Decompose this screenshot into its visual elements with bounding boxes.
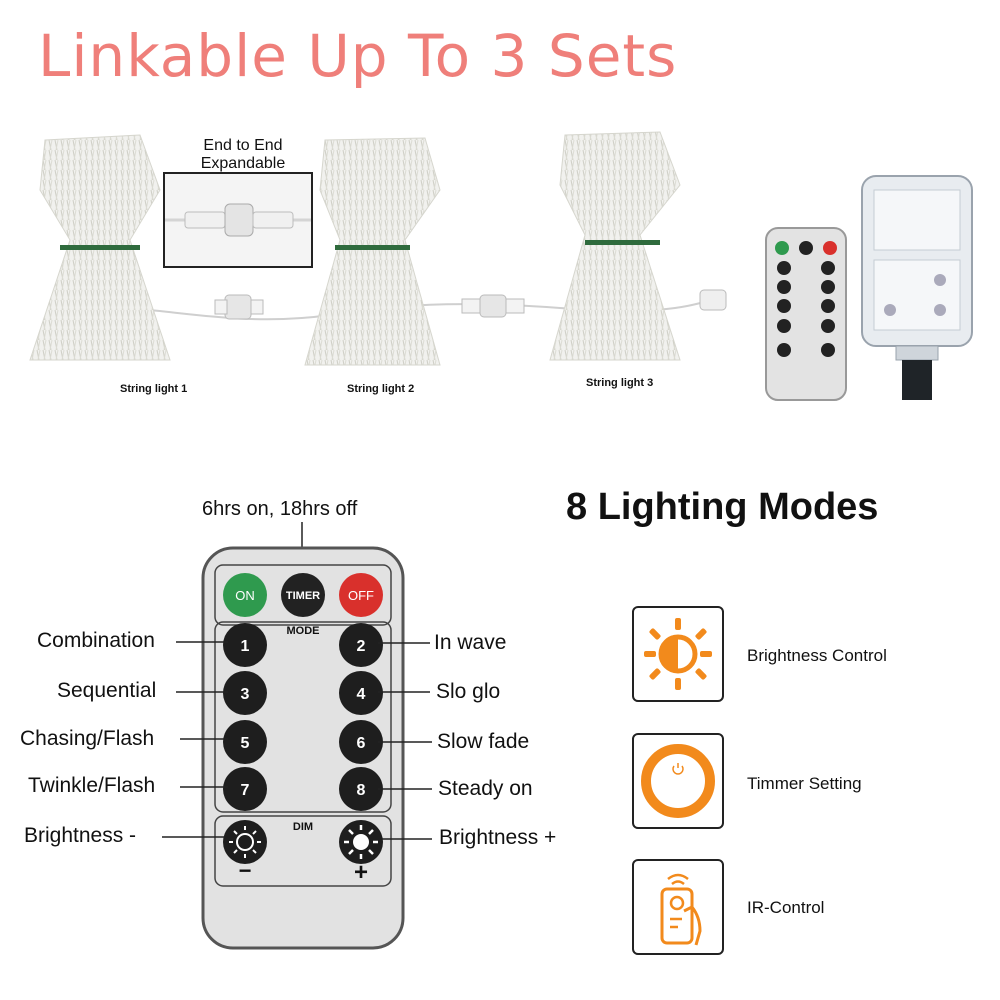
mode-label-twinkle-flash: Twinkle/Flash (28, 774, 156, 797)
svg-text:OFF: OFF (348, 588, 374, 603)
svg-text:7: 7 (241, 782, 250, 799)
brightness-feature-card (632, 606, 724, 702)
string-light-bundle-2 (304, 137, 525, 366)
on-button[interactable]: ON (223, 573, 267, 617)
mode-button-8[interactable]: 8 (339, 767, 383, 811)
mode-label-in-wave: In wave (434, 631, 507, 654)
svg-text:TIMER: TIMER (286, 590, 320, 602)
string-light-3-caption: String light 3 (586, 377, 654, 389)
headline: Linkable Up To 3 Sets (38, 22, 678, 90)
string-lights-illustration (29, 131, 973, 401)
mode-button-6[interactable]: 6 (339, 720, 383, 764)
timer-note: 6hrs on, 18hrs off (202, 498, 358, 520)
connector-closeup-icon (165, 203, 311, 237)
svg-text:ON: ON (235, 588, 255, 603)
svg-text:6: 6 (357, 735, 366, 752)
ir-remote-icon (660, 873, 702, 946)
mode-label-sequential: Sequential (57, 679, 157, 702)
mode-label-brightness-plus: Brightness + (439, 826, 557, 849)
svg-text:4: 4 (357, 686, 366, 703)
mode-button-4[interactable]: 4 (339, 671, 383, 715)
mode-label-chasing-flash: Chasing/Flash (20, 727, 155, 750)
mode-button-2[interactable]: 2 (339, 623, 383, 667)
brightness-icon (644, 618, 712, 690)
mode-button-1[interactable]: 1 (223, 623, 267, 667)
timer-icon (641, 744, 715, 818)
svg-text:3: 3 (241, 686, 250, 703)
mode-label-combination: Combination (37, 629, 155, 652)
modes-title: 8 Lighting Modes (566, 486, 879, 528)
remote-control: ON TIMER OFF MODE 1 2 3 4 5 6 7 8 DIM − … (201, 522, 405, 950)
svg-text:2: 2 (357, 638, 366, 655)
timer-button[interactable]: TIMER (281, 573, 325, 617)
brightness-feature-label: Brightness Control (747, 646, 887, 665)
mode-label-slo-glo: Slo glo (436, 680, 501, 703)
svg-text:1: 1 (241, 638, 250, 655)
expand-label: End to End Expandable (200, 137, 286, 172)
svg-text:8: 8 (357, 782, 366, 799)
minus-label: − (239, 858, 252, 883)
pointer-lines (162, 641, 432, 840)
mode-label-steady-on: Steady on (438, 777, 533, 800)
timer-feature-label: Timmer Setting (747, 774, 862, 793)
string-light-2-caption: String light 2 (347, 383, 415, 395)
off-button[interactable]: OFF (339, 573, 383, 617)
small-remote-image (765, 227, 847, 401)
brightness-down-button[interactable] (223, 820, 267, 864)
connector-closeup-box (163, 172, 313, 268)
ir-feature-card (632, 859, 724, 955)
timer-feature-card (632, 733, 724, 829)
string-light-1-caption: String light 1 (120, 383, 188, 395)
power-adapter-image (861, 175, 973, 400)
mode-label-slow-fade: Slow fade (437, 730, 530, 753)
string-light-bundle-1 (29, 134, 264, 361)
svg-text:5: 5 (241, 735, 250, 752)
string-light-bundle-3 (549, 131, 727, 361)
plus-label: + (354, 859, 368, 886)
ir-feature-label: IR-Control (747, 898, 825, 917)
brightness-up-button[interactable] (339, 820, 383, 864)
dim-label: DIM (293, 821, 313, 833)
mode-button-5[interactable]: 5 (223, 720, 267, 764)
mode-button-3[interactable]: 3 (223, 671, 267, 715)
mode-label-brightness-minus: Brightness - (24, 824, 137, 847)
mode-button-7[interactable]: 7 (223, 767, 267, 811)
mode-label: MODE (287, 625, 320, 637)
